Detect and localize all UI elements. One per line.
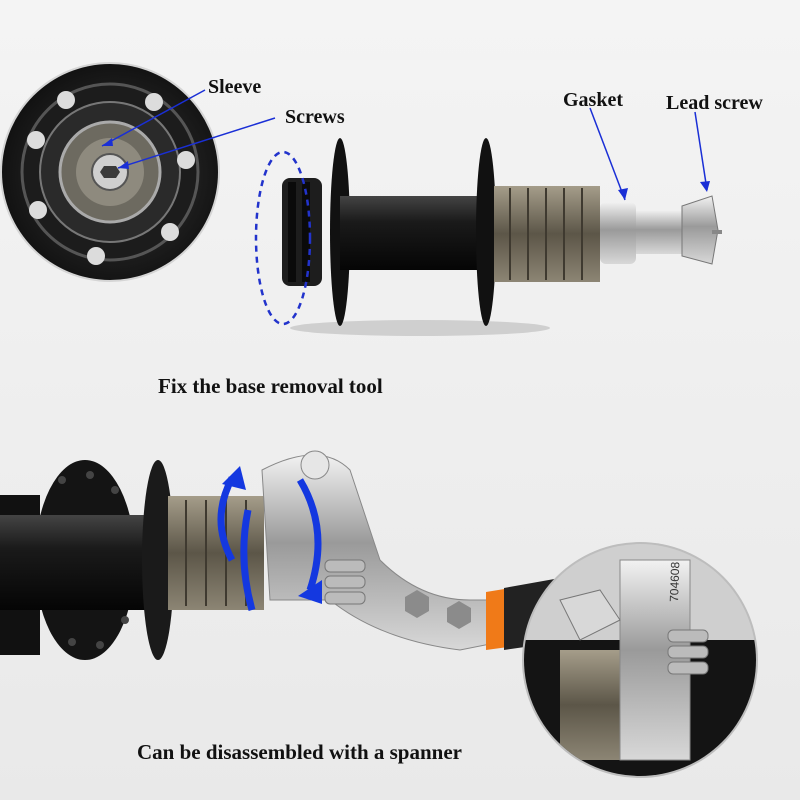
label-lead-screw: Lead screw bbox=[666, 92, 763, 114]
wrench-marking: 704608 bbox=[667, 561, 682, 602]
label-screws: Screws bbox=[285, 106, 345, 128]
spanner-closeup-inset: 704608 bbox=[522, 542, 758, 778]
hub-closeup-inset bbox=[0, 62, 276, 282]
label-sleeve: Sleeve bbox=[208, 76, 262, 98]
hub-with-removal-tool bbox=[254, 107, 722, 336]
caption-bottom: Can be disassembled with a spanner bbox=[137, 740, 462, 764]
caption-top: Fix the base removal tool bbox=[158, 374, 383, 398]
hub-with-spanner bbox=[0, 450, 560, 660]
label-gasket: Gasket bbox=[563, 89, 623, 111]
